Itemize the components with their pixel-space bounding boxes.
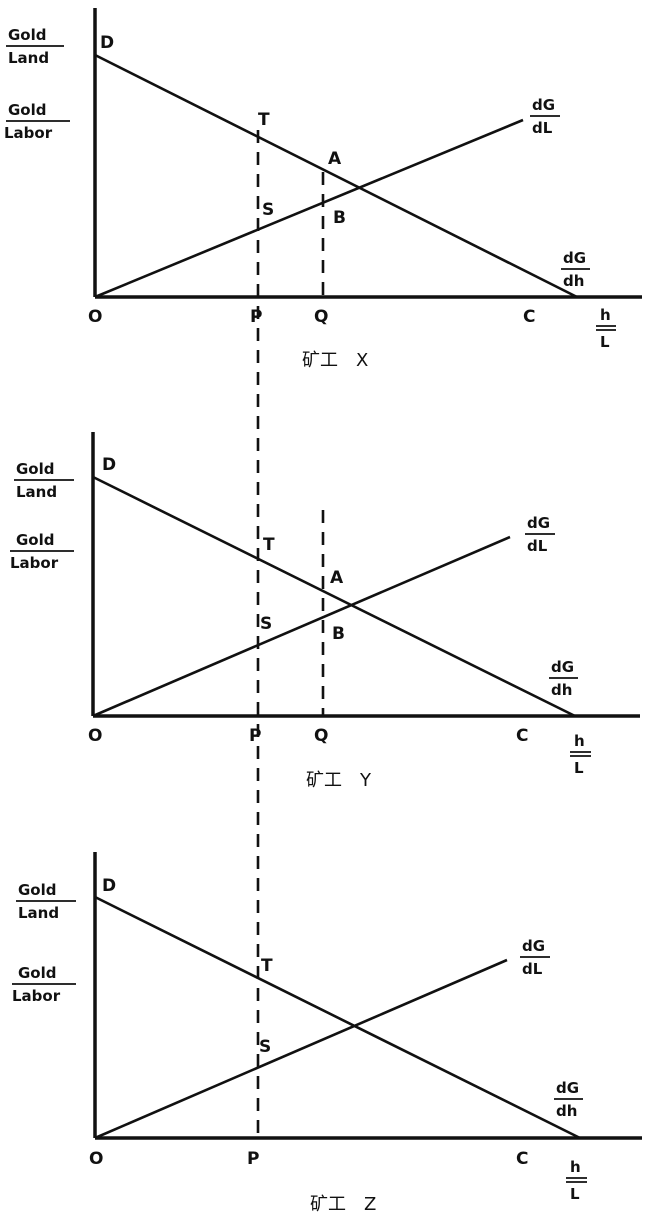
x-label-l: L	[574, 759, 584, 777]
point-b: B	[332, 624, 345, 644]
x-label-l: L	[570, 1185, 580, 1203]
panel-caption: 矿工 X	[302, 350, 368, 371]
panel-miner-y: Gold Land Gold Labor D T S A B dG dL dG …	[10, 432, 640, 791]
line-d-to-c	[94, 53, 578, 299]
curve-label-dh: dh	[556, 1102, 577, 1120]
axis-label-c: C	[516, 726, 528, 746]
axis-label-p: P	[250, 307, 262, 327]
curve-label-dg: dG	[551, 658, 574, 676]
axis-label-q: Q	[314, 726, 328, 746]
axis-label-o: O	[88, 726, 102, 746]
point-s: S	[260, 614, 272, 634]
point-b: B	[333, 208, 346, 228]
x-label-h: h	[570, 1158, 581, 1176]
point-t: T	[261, 956, 273, 976]
point-t: T	[258, 110, 270, 130]
point-a: A	[330, 568, 344, 588]
axis-label-o: O	[88, 307, 102, 327]
y-label-labor: Labor	[4, 124, 53, 142]
y-label-gold-1: Gold	[18, 881, 57, 899]
curve-label-dg: dG	[532, 96, 555, 114]
axis-label-o: O	[89, 1149, 103, 1169]
point-s: S	[262, 200, 274, 220]
panel-caption: 矿工 Y	[306, 770, 372, 791]
x-label-h: h	[600, 306, 611, 324]
panel-miner-z: Gold Land Gold Labor D T S dG dL dG dh O…	[12, 852, 642, 1215]
axis-label-q: Q	[314, 307, 328, 327]
line-o-to-dgdl	[94, 118, 524, 299]
x-label-h: h	[574, 732, 585, 750]
curve-label-dh: dh	[551, 681, 572, 699]
curve-label-dg: dG	[522, 937, 545, 955]
y-label-land: Land	[18, 904, 59, 922]
y-label-gold-2: Gold	[8, 101, 47, 119]
y-label-land: Land	[8, 49, 49, 67]
y-label-gold-2: Gold	[16, 531, 55, 549]
y-label-labor: Labor	[10, 554, 59, 572]
point-s: S	[259, 1037, 271, 1057]
axis-label-c: C	[523, 307, 535, 327]
curve-label-dl: dL	[527, 537, 548, 555]
point-a: A	[328, 149, 342, 169]
line-o-to-dgdl	[94, 958, 508, 1140]
line-o-to-dgdl	[92, 535, 511, 718]
curve-label-dg: dG	[556, 1079, 579, 1097]
point-d: D	[100, 33, 114, 53]
curve-label-dg: dG	[527, 514, 550, 532]
point-t: T	[263, 535, 275, 555]
point-d: D	[102, 455, 116, 475]
y-label-gold-1: Gold	[8, 26, 47, 44]
y-label-gold-2: Gold	[18, 964, 57, 982]
y-label-gold-1: Gold	[16, 460, 55, 478]
y-label-labor: Labor	[12, 987, 61, 1005]
x-label-l: L	[600, 333, 610, 351]
curve-label-dh: dh	[563, 272, 584, 290]
panel-caption: 矿工 Z	[310, 1194, 376, 1215]
axis-label-p: P	[249, 726, 261, 746]
panel-miner-x: Gold Land Gold Labor D T S A B dG dL dG …	[4, 8, 642, 371]
curve-label-dl: dL	[532, 119, 553, 137]
curve-label-dl: dL	[522, 960, 543, 978]
line-d-to-c	[92, 475, 576, 718]
curve-label-dg: dG	[563, 249, 586, 267]
y-label-land: Land	[16, 483, 57, 501]
point-d: D	[102, 876, 116, 896]
axis-label-p: P	[247, 1149, 259, 1169]
line-d-to-c	[94, 895, 581, 1140]
axis-label-c: C	[516, 1149, 528, 1169]
